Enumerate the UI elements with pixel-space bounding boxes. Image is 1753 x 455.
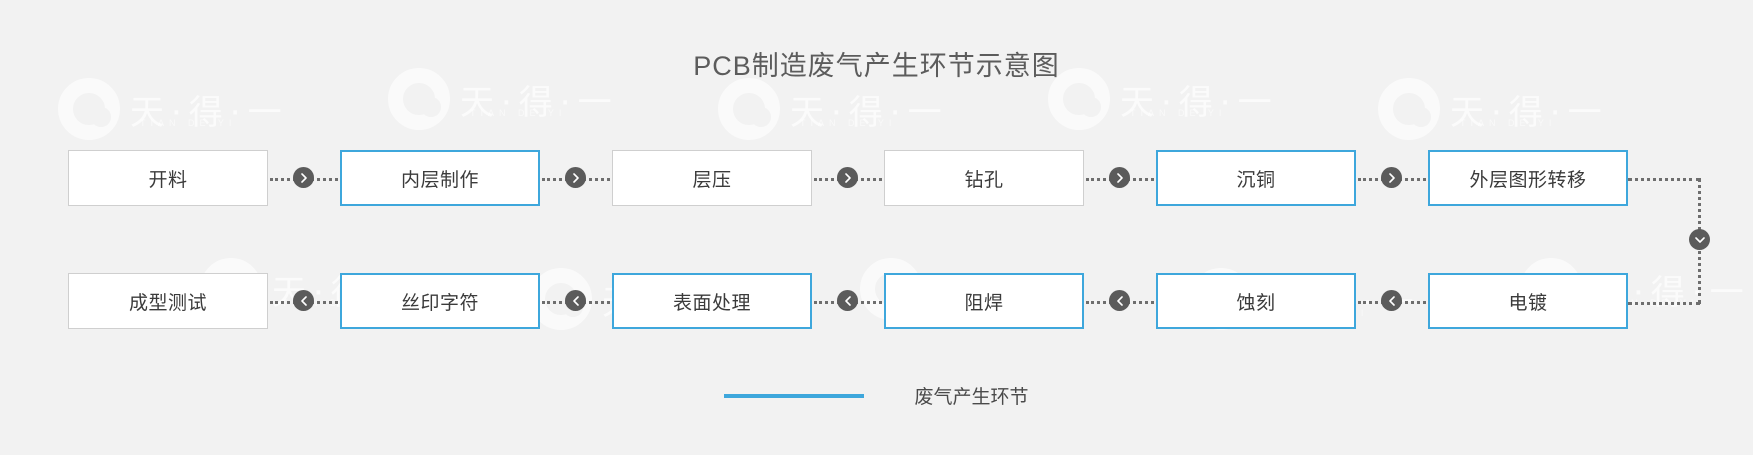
process-node-chentong[interactable]: 沉铜 [1156,150,1356,206]
watermark-ring-icon [1378,78,1440,140]
watermark-text: 天·得·一 [790,92,949,133]
chevron-right-icon [1109,167,1130,188]
legend: 废气产生环节 [0,382,1753,409]
watermark: 天·得·一 TIAN DE YI [1378,78,1609,140]
watermark-text: 天·得·一 [130,92,289,133]
watermark-ring-icon [718,78,780,140]
node-label: 层压 [692,169,732,191]
process-node-diandu[interactable]: 电镀 [1428,273,1628,329]
node-label: 丝印字符 [400,292,479,314]
connector-line-wrap-bottom [1628,302,1700,305]
node-label: 表面处理 [672,292,751,314]
chevron-right-icon [1381,167,1402,188]
watermark-subtext: TIAN DE YI [140,118,237,128]
watermark: 天·得·一 TIAN DE YI [58,78,289,140]
watermark-subtext: TIAN DE YI [1460,118,1557,128]
process-node-zuhan[interactable]: 阻焊 [884,273,1084,329]
legend-swatch [724,393,865,398]
legend-label: 废气产生环节 [914,387,1029,408]
process-node-biaomianchuli[interactable]: 表面处理 [612,273,812,329]
watermark-subtext: TIAN DE YI [800,118,897,128]
chevron-right-icon [565,167,586,188]
node-label: 电镀 [1508,292,1548,314]
process-node-kailiao[interactable]: 开料 [68,150,268,206]
node-label: 沉铜 [1236,169,1276,191]
chevron-left-icon [565,290,586,311]
node-label: 内层制作 [400,169,479,191]
process-node-zuankong[interactable]: 钻孔 [884,150,1084,206]
chevron-right-icon [837,167,858,188]
watermark-subtext: TIAN DE YI [1130,108,1227,118]
process-node-neicengzhizuo[interactable]: 内层制作 [340,150,540,206]
node-label: 开料 [148,169,188,191]
node-label: 蚀刻 [1236,292,1276,314]
chevron-left-icon [837,290,858,311]
chevron-left-icon [1109,290,1130,311]
process-node-waicengtuxingzhuanyi[interactable]: 外层图形转移 [1428,150,1628,206]
node-label: 阻焊 [964,292,1004,314]
node-label: 钻孔 [964,169,1004,191]
process-node-siyinzifu[interactable]: 丝印字符 [340,273,540,329]
process-node-cengya[interactable]: 层压 [612,150,812,206]
node-label: 外层图形转移 [1469,169,1587,191]
process-node-shike[interactable]: 蚀刻 [1156,273,1356,329]
watermark-text: 天·得·一 [1450,92,1609,133]
chevron-down-icon [1689,229,1710,250]
process-node-chengxingceshi[interactable]: 成型测试 [68,273,268,329]
page-title: PCB制造废气产生环节示意图 [693,51,1060,81]
node-label: 成型测试 [128,292,207,314]
watermark: 天·得·一 TIAN DE YI [718,78,949,140]
watermark-subtext: TIAN DE YI [470,108,567,118]
chevron-right-icon [293,167,314,188]
chevron-left-icon [293,290,314,311]
connector-line-wrap-top [1628,178,1700,181]
watermark-ring-icon [58,78,120,140]
chevron-left-icon [1381,290,1402,311]
